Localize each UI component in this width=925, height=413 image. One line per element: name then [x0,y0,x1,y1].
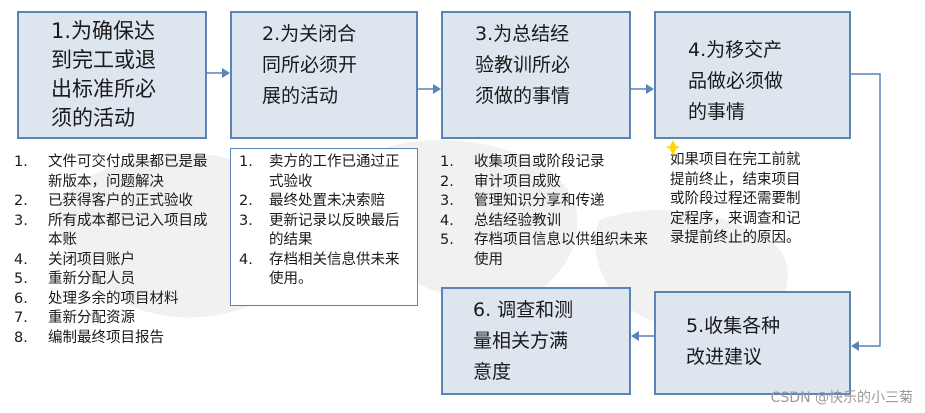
step-box-6: 6. 调查和测 量相关方满 意度 [441,287,631,395]
list-item: 8.编制最终项目报告 [14,329,164,346]
list-item: 3.管理知识分享和传递 [440,193,605,209]
step-box-3: 3.为总结经 验教训所必 须做的事情 [441,11,631,139]
list-item: 5.存档项目信息以供组织未来使用 [440,232,648,268]
list-item: 2.最终处置未决索赔 [239,193,385,209]
list-item: 3.更新记录以反映最后的结果 [239,212,400,249]
list-item: 1.卖方的工作已通过正式验收 [239,154,400,190]
cursor-marker-icon [666,140,680,156]
step-box-1: 1.为确保达 到完工或退 出标准所必 须的活动 [17,11,207,139]
note-step-4: 如果项目在完工前就 提前终止，结束项目 或阶段过程还需要制 定程序，来调查和记 … [670,152,801,246]
step-box-4: 4.为移交产 品做必须做 的事情 [654,11,851,139]
list-item: 4.总结经验教训 [440,212,561,229]
list-item: 5.重新分配人员 [14,271,135,287]
arrow-3-to-4 [631,84,654,94]
arrow-4-to-5 [851,73,881,351]
list-item: 4.关闭项目账户 [14,251,135,268]
step-box-2: 2.为关闭合 同所必须开 展的活动 [230,11,418,139]
list-item: 1.文件可交付成果都已是最新版本，问题解决 [14,154,208,190]
list-item: 2.审计项目成败 [440,173,561,190]
list-step-3: 1.收集项目或阶段记录 2.审计项目成败 3.管理知识分享和传递 4.总结经验教… [436,153,648,270]
list-item: 3.所有成本都已记入项目成本账 [14,212,208,249]
arrow-5-to-6 [631,331,654,341]
step-box-5: 5.收集各种 改进建议 [654,291,851,395]
list-item: 1.收集项目或阶段记录 [440,154,605,170]
list-item: 4.存档相关信息供未来使用。 [239,251,400,288]
list-item: 7.重新分配资源 [14,310,135,326]
watermark: CSDN @快乐的小三菊 [770,390,913,406]
arrow-1-to-2 [207,68,230,78]
list-step-2: 1.卖方的工作已通过正式验收 2.最终处置未决索赔 3.更新记录以反映最后的结果… [230,148,418,306]
list-step-1: 1.文件可交付成果都已是最新版本，问题解决 2.已获得客户的正式验收 3.所有成… [10,153,220,348]
list-item: 6.处理多余的项目材料 [14,290,179,307]
arrow-2-to-3 [418,84,441,94]
list-item: 2.已获得客户的正式验收 [14,193,193,209]
